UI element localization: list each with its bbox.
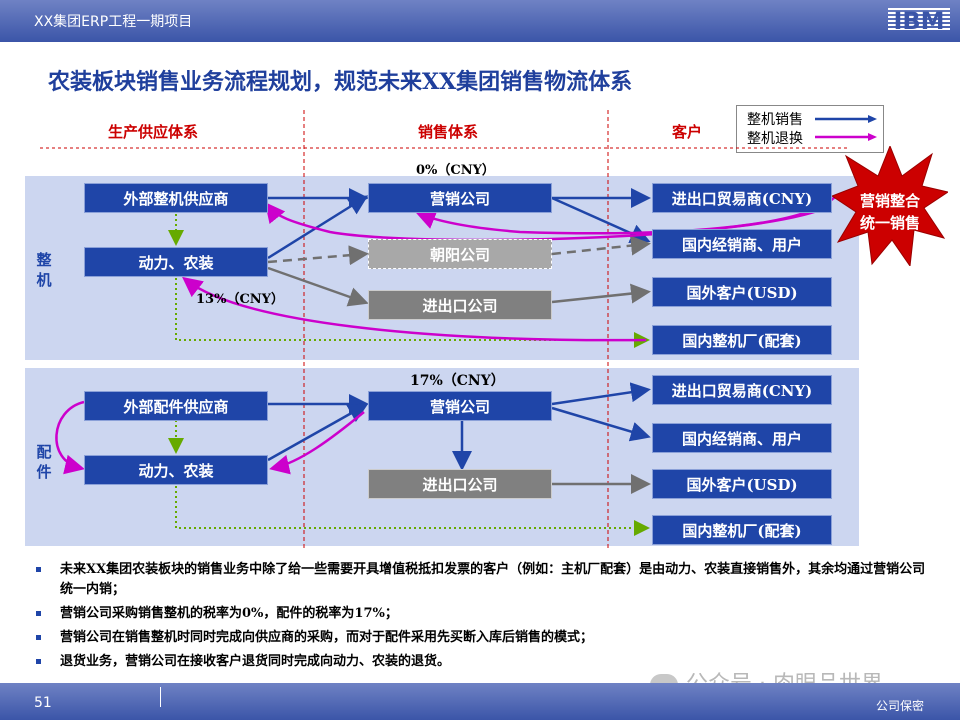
note-item: 退货业务，营销公司在接收客户退货同时完成向动力、农装的退货。 <box>34 652 934 672</box>
legend: 整机销售 整机退换 <box>736 105 884 153</box>
box-customer-trader-parts: 进出口贸易商(CNY) <box>652 375 832 405</box>
box-power-agri-machine: 动力、农装 <box>84 247 268 277</box>
bullet-icon <box>36 635 41 640</box>
notes-list: 未来XX集团农装板块的销售业务中除了给一些需要开具增值税抵扣发票的客户（例如：主… <box>34 560 934 676</box>
box-external-machine-supplier: 外部整机供应商 <box>84 183 268 213</box>
box-customer-foreign-parts: 国外客户(USD) <box>652 469 832 499</box>
box-external-parts-supplier: 外部配件供应商 <box>84 391 268 421</box>
box-impexp-company-machine: 进出口公司 <box>368 290 552 320</box>
column-header-customer: 客户 <box>672 123 703 141</box>
page-number: 51 <box>34 695 52 711</box>
bullet-icon <box>36 567 41 572</box>
box-customer-domestic-dealer-machine: 国内经销商、用户 <box>652 229 832 259</box>
box-marketing-company-parts: 营销公司 <box>368 391 552 421</box>
box-customer-foreign-machine: 国外客户(USD) <box>652 277 832 307</box>
footer-divider <box>160 687 161 707</box>
box-power-agri-parts: 动力、农装 <box>84 455 268 485</box>
confidential-label: 公司保密 <box>876 699 925 713</box>
box-impexp-company-parts: 进出口公司 <box>368 469 552 499</box>
integration-star-shape <box>832 146 948 266</box>
bullet-icon <box>36 659 41 664</box>
note-item: 营销公司在销售整机时同时完成向供应商的采购，而对于配件采用先买断入库后销售的模式… <box>34 628 934 648</box>
legend-lines <box>815 115 877 141</box>
header-bar: XX集团ERP工程一期项目 IBM <box>0 0 960 42</box>
note-item: 未来XX集团农装板块的销售业务中除了给一些需要开具增值税抵扣发票的客户（例如：主… <box>34 560 934 600</box>
box-chaoyang-company: 朝阳公司 <box>368 239 552 269</box>
slide-title: 农装板块销售业务流程规划，规范未来XX集团销售物流体系 <box>48 69 633 95</box>
tax-rate-direct: 13%（CNY） <box>196 292 284 307</box>
footer-bar: 51 公司保密 <box>0 683 960 720</box>
ibm-logo: IBM <box>888 7 950 35</box>
box-customer-trader-machine: 进出口贸易商(CNY) <box>652 183 832 213</box>
note-item: 营销公司采购销售整机的税率为0%，配件的税率为17%； <box>34 604 934 624</box>
column-header-sales: 销售体系 <box>418 123 479 141</box>
legend-item-sales: 整机销售 <box>747 112 803 128</box>
box-marketing-company-machine: 营销公司 <box>368 183 552 213</box>
tax-rate-parts: 17%（CNY） <box>410 373 505 389</box>
legend-item-return: 整机退换 <box>747 131 803 147</box>
side-label-parts: 配件 <box>36 443 52 481</box>
integration-star-text: 营销整合统一销售 <box>859 192 920 232</box>
bullet-icon <box>36 611 41 616</box>
box-customer-domestic-dealer-parts: 国内经销商、用户 <box>652 423 832 453</box>
side-label-whole-machine: 整机 <box>36 251 52 289</box>
box-customer-oem-machine: 国内整机厂(配套) <box>652 325 832 355</box>
column-header-supply: 生产供应体系 <box>108 123 199 141</box>
box-customer-oem-parts: 国内整机厂(配套) <box>652 515 832 545</box>
tax-rate-machine: 0%（CNY） <box>416 163 495 178</box>
svg-text:IBM: IBM <box>893 7 944 35</box>
project-title: XX集团ERP工程一期项目 <box>34 14 193 30</box>
